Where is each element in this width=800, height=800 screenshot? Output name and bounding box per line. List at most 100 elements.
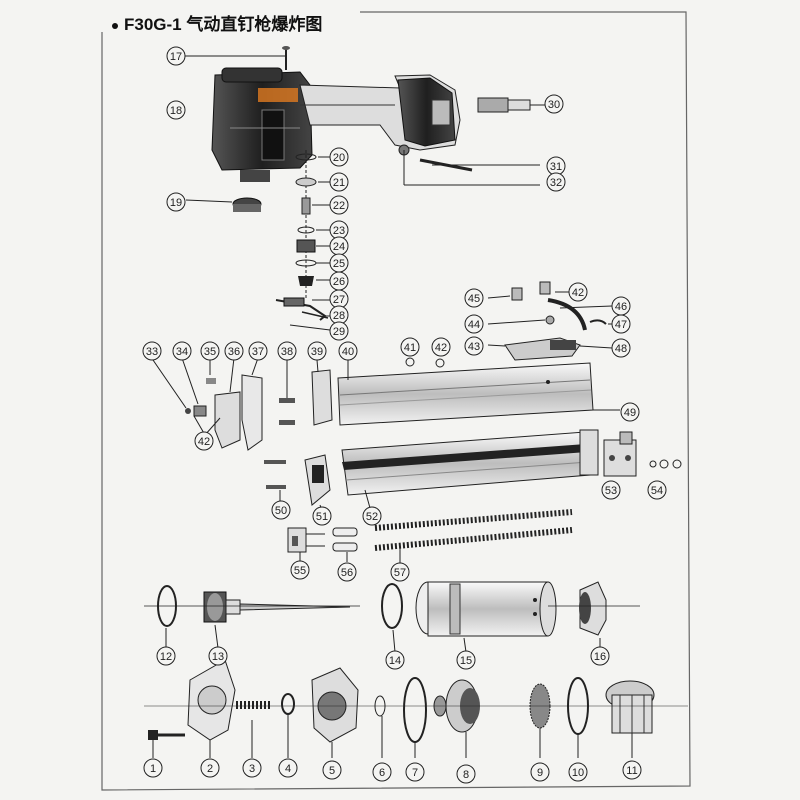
callout-part-9: 9 <box>530 762 550 782</box>
callout-part-2: 2 <box>200 758 220 778</box>
callout-part-20: 20 <box>329 147 349 167</box>
callout-circle <box>456 650 476 670</box>
callout-number: 8 <box>463 769 469 781</box>
callout-number: 4 <box>285 763 291 775</box>
callout-number: 17 <box>170 51 182 63</box>
callout-part-27: 27 <box>329 289 349 309</box>
callout-part-48: 48 <box>611 338 631 358</box>
part-53-end-plate <box>603 431 637 477</box>
parts-45-48-latch <box>487 281 613 361</box>
part-40-magazine-rail <box>337 362 594 426</box>
callout-part-44: 44 <box>464 314 484 334</box>
callout-part-55: 55 <box>290 560 310 580</box>
part-26-seal <box>298 276 314 286</box>
parts-55-57-springs <box>287 509 573 565</box>
parts-50-51-pusher <box>264 454 371 511</box>
callout-part-18: 18 <box>166 100 186 120</box>
callout-circle <box>329 147 349 167</box>
callout-part-38: 38 <box>277 341 297 361</box>
callout-part-4: 4 <box>278 758 298 778</box>
callout-circle <box>329 321 349 341</box>
callout-circle <box>166 46 186 66</box>
callout-circle <box>546 172 566 192</box>
callout-part-33: 33 <box>142 341 162 361</box>
callout-number: 42 <box>198 436 210 448</box>
part-17-screw <box>180 46 290 70</box>
callout-part-24: 24 <box>329 236 349 256</box>
callout-number: 48 <box>615 343 627 355</box>
callout-part-22: 22 <box>329 195 349 215</box>
callout-part-15: 15 <box>456 650 476 670</box>
callout-number: 5 <box>329 765 335 777</box>
callout-circle <box>248 341 268 361</box>
callout-number: 50 <box>275 505 287 517</box>
callout-part-54: 54 <box>647 480 667 500</box>
callout-part-42a: 42 <box>431 337 451 357</box>
callout-number: 30 <box>548 99 560 111</box>
callout-number: 1 <box>150 763 156 775</box>
callout-circle <box>208 646 228 666</box>
callout-circle <box>390 562 410 582</box>
callout-circle <box>431 337 451 357</box>
callout-circle <box>172 341 192 361</box>
callout-number: 57 <box>394 567 406 579</box>
callout-part-6: 6 <box>372 762 392 782</box>
callout-part-11: 11 <box>622 760 642 780</box>
callout-part-12: 12 <box>156 646 176 666</box>
callout-number: 27 <box>333 294 345 306</box>
callout-part-42b: 42 <box>568 282 588 302</box>
callout-number: 3 <box>249 763 255 775</box>
callout-circle <box>405 762 425 782</box>
callout-part-31: 31 <box>546 156 566 176</box>
callout-part-50: 50 <box>271 500 291 520</box>
callout-number: 18 <box>170 105 182 117</box>
callout-circle <box>647 480 667 500</box>
callout-number: 22 <box>333 200 345 212</box>
callout-part-42c: 42 <box>194 431 214 451</box>
callout-circle <box>312 506 332 526</box>
callout-part-56: 56 <box>337 562 357 582</box>
callout-part-57: 57 <box>390 562 410 582</box>
callout-circle <box>464 336 484 356</box>
callout-part-28: 28 <box>329 305 349 325</box>
callout-part-41: 41 <box>400 337 420 357</box>
callout-circle <box>385 650 405 670</box>
callout-number: 25 <box>333 258 345 270</box>
part-2-head-cap <box>187 659 236 741</box>
part-24-valve <box>296 239 316 253</box>
callout-number: 54 <box>651 485 663 497</box>
callout-circle <box>372 762 392 782</box>
callout-part-7: 7 <box>405 762 425 782</box>
callout-part-45: 45 <box>464 288 484 308</box>
callout-number: 16 <box>594 651 606 663</box>
callout-circle <box>568 282 588 302</box>
part-14-o-ring <box>381 583 403 629</box>
callout-number: 35 <box>204 346 216 358</box>
part-42-nut <box>435 358 445 368</box>
callout-circle <box>278 758 298 778</box>
part-7-o-ring <box>403 677 427 743</box>
callout-number: 44 <box>468 319 480 331</box>
callout-circle <box>400 337 420 357</box>
callout-circle <box>622 760 642 780</box>
part-54-screws <box>649 459 682 469</box>
callout-number: 26 <box>333 276 345 288</box>
part-22-valve-stem <box>301 197 311 215</box>
callout-part-35: 35 <box>200 341 220 361</box>
callout-part-51: 51 <box>312 506 332 526</box>
part-4-washer <box>281 693 295 715</box>
callout-circle <box>544 94 564 114</box>
callout-number: 10 <box>572 767 584 779</box>
callout-number: 23 <box>333 225 345 237</box>
callout-number: 46 <box>615 301 627 313</box>
callout-number: 38 <box>281 346 293 358</box>
callout-number: 11 <box>626 765 637 777</box>
part-21-washer <box>295 177 317 187</box>
callout-circle <box>200 758 220 778</box>
callout-circle <box>329 195 349 215</box>
callout-circle <box>611 338 631 358</box>
callout-number: 56 <box>341 567 353 579</box>
callout-number: 52 <box>366 511 378 523</box>
callout-circle <box>242 758 262 778</box>
